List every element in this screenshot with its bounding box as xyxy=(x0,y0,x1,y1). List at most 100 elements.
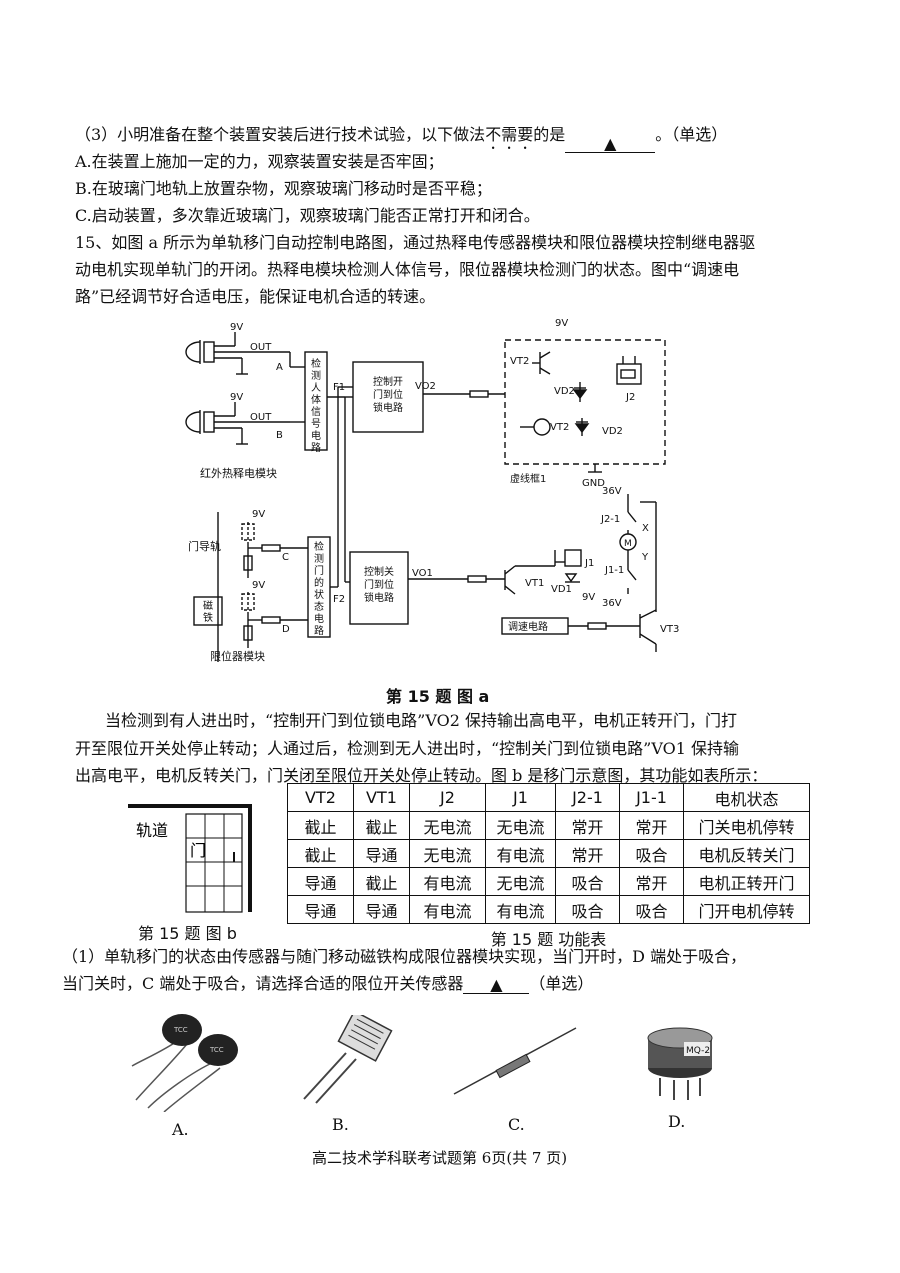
choice-b-label: B. xyxy=(332,1115,349,1134)
detect-human-char-8: 路 xyxy=(311,441,321,454)
ctrl-open-line-3: 锁电路 xyxy=(373,401,403,414)
table-cell: 有电流 xyxy=(409,867,486,896)
label-vd1: VD1 xyxy=(551,584,572,595)
table-header-cell: VT2 xyxy=(287,783,354,812)
table-header-cell: J2 xyxy=(409,783,486,812)
function-table: VT2 VT1 J2 J1 J2-1 J1-1 电机状态 截止 截止 无电流 无… xyxy=(287,783,810,951)
ctrl-close-line-2: 门到位 xyxy=(364,578,394,591)
label-9v-a: 9V xyxy=(230,322,243,333)
label-out-a: OUT xyxy=(250,342,272,353)
figure-b-rail-label: 轨道 xyxy=(136,821,168,840)
figure-a-caption: 第 15 题 图 a xyxy=(386,687,490,706)
ctrl-open-line-1: 控制开 xyxy=(373,375,403,388)
label-gnd: GND xyxy=(582,478,605,489)
label-vd2-bottom: VD2 xyxy=(602,426,623,437)
table-cell: 门开电机停转 xyxy=(683,895,810,924)
table-cell: 常开 xyxy=(619,867,684,896)
label-vt1: VT1 xyxy=(525,578,544,589)
sensor-a-marking-1: TCC xyxy=(173,1026,188,1034)
table-cell: 常开 xyxy=(555,811,620,840)
q15-sub1-text: 当门关时，C 端处于吸合，请选择合适的限位开关传感器 xyxy=(62,974,464,993)
magnet-char-1: 磁 xyxy=(203,599,213,612)
label-9v-c: 9V xyxy=(252,509,265,520)
ctrl-close-line-1: 控制关 xyxy=(364,565,394,578)
detect-human-char-6: 号 xyxy=(311,418,321,430)
label-f1: F1 xyxy=(333,382,345,393)
detect-door-char-8: 路 xyxy=(314,624,324,637)
q15-stem-line-1: 15、如图 a 所示为单轨移门自动控制电路图，通过热释电传感器模块和限位器模块控… xyxy=(75,233,756,252)
q15-desc-line-1: 当检测到有人进出时，“控制开门到位锁电路”VO2 保持输出高电平，电机正转开门，… xyxy=(105,711,738,730)
sensor-option-c-image xyxy=(453,1027,577,1095)
table-cell: 吸合 xyxy=(619,839,684,868)
figure-b-caption: 第 15 题 图 b xyxy=(138,924,237,943)
table-cell: 有电流 xyxy=(485,839,556,868)
label-j2: J2 xyxy=(625,392,635,403)
table-row: 导通 截止 有电流 无电流 吸合 常开 电机正转开门 xyxy=(287,867,810,896)
table-cell: 无电流 xyxy=(485,811,556,840)
table-cell: 门关电机停转 xyxy=(683,811,810,840)
table-cell: 导通 xyxy=(353,895,410,924)
q14-3-option-a: A.在装置上施加一定的力，观察装置安装是否牢固； xyxy=(75,152,444,171)
detect-door-char-3: 门 xyxy=(314,564,324,577)
label-36v-bottom: 36V xyxy=(602,598,622,609)
sensor-option-d-image: MQ-2 xyxy=(647,1027,713,1100)
table-cell: 无电流 xyxy=(409,811,486,840)
magnet-char-2: 铁 xyxy=(203,611,213,624)
label-36v-top: 36V xyxy=(602,486,622,497)
label-out-b: OUT xyxy=(250,412,272,423)
table-cell: 导通 xyxy=(287,867,354,896)
table-header-cell: J2-1 xyxy=(555,783,620,812)
table-header-cell: 电机状态 xyxy=(683,783,810,812)
q15-sub1-end: （单选） xyxy=(529,974,594,993)
sensor-option-a-image: TCC TCC xyxy=(131,1014,238,1112)
table-cell: 无电流 xyxy=(409,839,486,868)
detect-door-char-5: 状 xyxy=(314,588,324,601)
table-cell: 有电流 xyxy=(409,895,486,924)
pir-module-label: 红外热释电模块 xyxy=(200,467,277,480)
q15-desc-line-2: 开至限位开关处停止转动；人通过后，检测到无人进出时，“控制关门到位锁电路”VO1… xyxy=(75,739,740,758)
label-vo2: VO2 xyxy=(415,381,436,392)
limit-module-label: 限位器模块 xyxy=(210,649,265,663)
label-j1-1: J1-1 xyxy=(604,565,624,576)
ctrl-close-line-3: 锁电路 xyxy=(364,591,394,604)
table-header-cell: J1-1 xyxy=(619,783,684,812)
page-footer: 高二技术学科联考试题第 6页(共 7 页) xyxy=(312,1149,568,1167)
table-cell: 吸合 xyxy=(555,895,620,924)
q15-stem-line-3: 路”已经调节好合适电压，能保证电机合适的转速。 xyxy=(75,287,436,306)
rail-label: 门导轨 xyxy=(188,539,221,553)
label-c: C xyxy=(282,552,289,563)
dashed-box-label: 虚线框1 xyxy=(510,472,546,485)
label-x: X xyxy=(642,523,649,534)
label-9v-top: 9V xyxy=(555,318,568,329)
speed-control-label: 调速电路 xyxy=(508,620,548,633)
label-9v-d: 9V xyxy=(252,580,265,591)
answer-blank-q14-3[interactable]: ▲ xyxy=(565,134,656,153)
table-row: 导通 导通 有电流 有电流 吸合 吸合 门开电机停转 xyxy=(287,895,810,924)
table-cell: 截止 xyxy=(287,839,354,868)
label-a: A xyxy=(276,362,283,373)
label-y: Y xyxy=(641,552,649,563)
figure-b-door-label: 门 xyxy=(190,841,206,860)
table-cell: 电机反转关门 xyxy=(683,839,810,868)
q14-3-suffix: 的是 xyxy=(533,125,566,144)
sensor-option-b-image xyxy=(303,1015,393,1104)
door-diagram: 轨道 门 xyxy=(128,804,252,913)
label-j2-1: J2-1 xyxy=(600,514,620,525)
table-cell: 吸合 xyxy=(619,895,684,924)
detect-human-char-2: 测 xyxy=(311,369,321,382)
table-cell: 常开 xyxy=(619,811,684,840)
table-cell: 常开 xyxy=(555,839,620,868)
answer-blank-q15-1[interactable]: ▲ xyxy=(463,975,530,994)
sensor-d-marking: MQ-2 xyxy=(686,1046,710,1056)
table-caption-row: 第 15 题 功能表 xyxy=(288,924,810,952)
label-vt2-top: VT2 xyxy=(510,356,529,367)
table-cell: 有电流 xyxy=(485,895,556,924)
choice-a-label: A. xyxy=(172,1120,189,1139)
label-d: D xyxy=(282,624,290,635)
q14-3-end: 。（单选） xyxy=(655,125,728,144)
detect-human-char-7: 电 xyxy=(311,429,321,442)
q14-3-prefix: （3）小明准备在整个装置安装后进行技术试验，以下做法 xyxy=(75,125,486,144)
table-cell: 截止 xyxy=(353,867,410,896)
table-cell: 无电流 xyxy=(485,867,556,896)
motor-label: M xyxy=(624,539,632,549)
